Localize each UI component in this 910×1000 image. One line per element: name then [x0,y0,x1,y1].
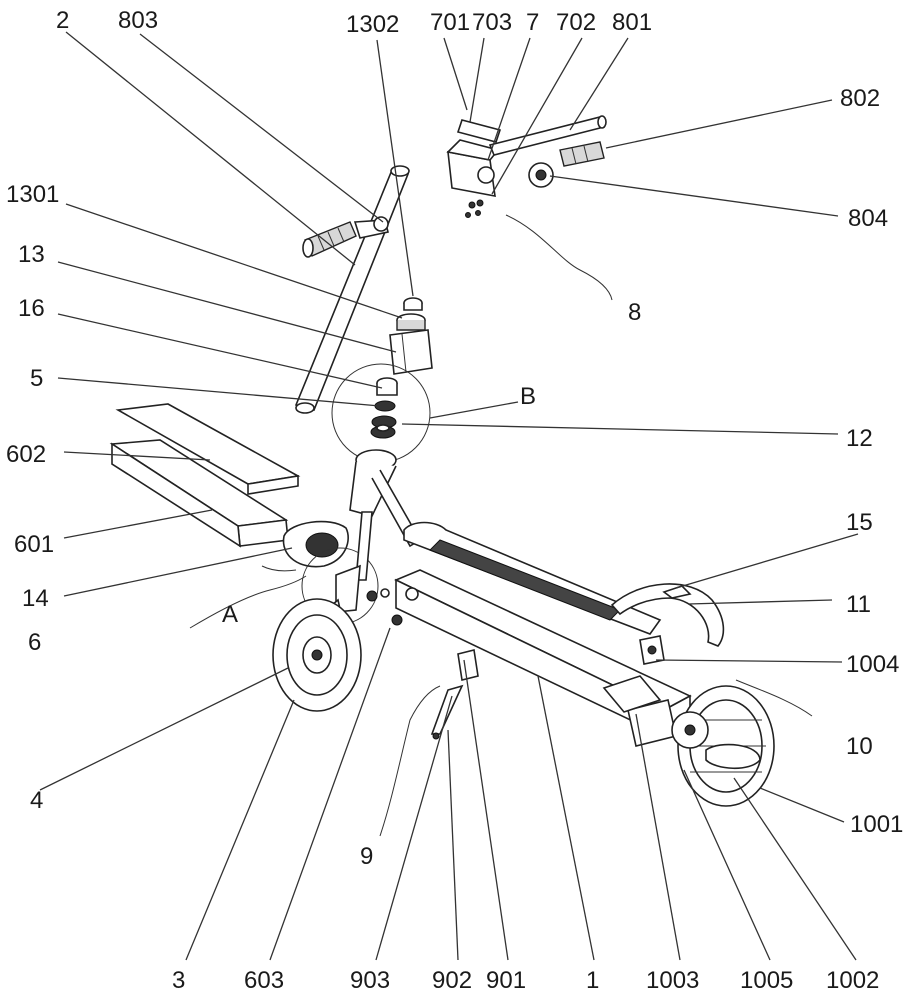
label-8: 8 [628,299,641,326]
clamp-803 [373,216,389,232]
label-702: 702 [556,9,596,36]
label-7: 7 [526,9,539,36]
label-903: 903 [350,967,390,994]
label-3: 3 [172,967,185,994]
label-9: 9 [360,843,373,870]
stem-tube [294,165,410,414]
label-A: A [222,601,238,628]
label-16: 16 [18,295,45,322]
label-4: 4 [30,787,43,814]
part-labels: 2 803 1302 701 703 7 702 801 802 804 8 1… [6,7,903,994]
label-14: 14 [22,585,49,612]
label-701: 701 [430,9,470,36]
label-803: 803 [118,7,158,34]
leader-lines [39,31,859,961]
label-11: 11 [846,591,871,618]
label-B: B [520,383,536,410]
main-frame [394,569,692,738]
handlebar-assembly [446,119,502,218]
battery-box [109,403,301,548]
rear-fender [610,583,725,647]
label-703: 703 [472,9,512,36]
label-5: 5 [30,365,43,392]
right-handle [488,115,607,188]
label-901: 901 [486,967,526,994]
headset-parts [389,297,433,375]
bracket-1004 [639,635,665,665]
label-10: 10 [846,733,873,760]
front-light [282,520,349,568]
deck-top [403,521,662,635]
label-804: 804 [848,205,888,232]
label-12: 12 [846,425,873,452]
label-902: 902 [432,967,472,994]
label-1302: 1302 [346,11,399,38]
bearing-stack [331,363,431,463]
label-603: 603 [244,967,284,994]
kickstand [430,649,479,740]
rear-wheel [671,685,775,807]
front-wheel [272,598,362,712]
label-801: 801 [612,9,652,36]
label-601: 601 [14,531,54,558]
label-13: 13 [18,241,45,268]
label-1004: 1004 [846,651,899,678]
label-1: 1 [586,967,599,994]
label-1001: 1001 [850,811,903,838]
label-6: 6 [28,629,41,656]
label-1005: 1005 [740,967,793,994]
scooter-parts [109,115,813,837]
label-2: 2 [56,7,69,34]
label-802: 802 [840,85,880,112]
label-602: 602 [6,441,46,468]
wavy-leaders [189,214,813,837]
label-1002: 1002 [826,967,879,994]
label-15: 15 [846,509,873,536]
label-1301: 1301 [6,181,59,208]
label-1003: 1003 [646,967,699,994]
